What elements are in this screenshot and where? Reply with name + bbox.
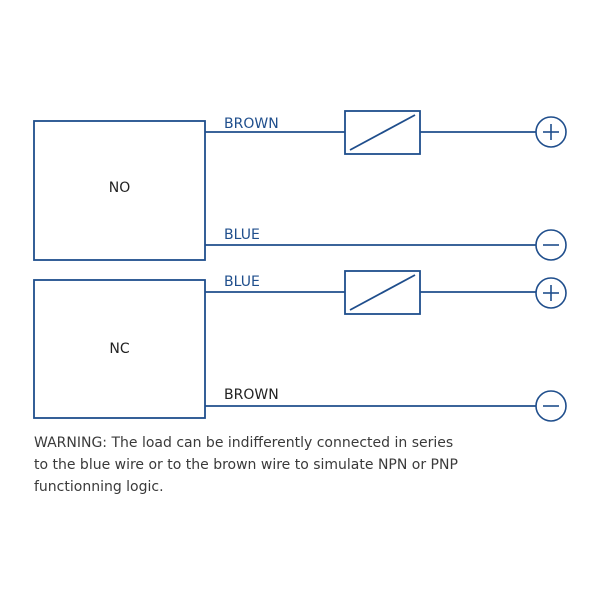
nc-load-diagonal xyxy=(349,274,416,311)
warning-note: WARNING: The load can be indifferently c… xyxy=(34,432,554,498)
nc-bottom-wire-label: BROWN xyxy=(224,387,279,403)
no-sensor-label: NO xyxy=(109,180,131,196)
no-sensor-box xyxy=(33,120,206,261)
nc-circuit: NC BLUE BROWN xyxy=(33,270,567,422)
plus-icon xyxy=(535,116,567,148)
no-load-diagonal xyxy=(349,114,416,151)
nc-sensor-box xyxy=(33,279,206,419)
warning-line-3: functionning logic. xyxy=(34,479,164,495)
nc-sensor-label: NC xyxy=(109,341,129,357)
warning-line-2: to the blue wire or to the brown wire to… xyxy=(34,457,458,473)
minus-icon xyxy=(535,229,567,261)
no-circuit: NO BROWN BLUE xyxy=(33,110,567,261)
plus-icon xyxy=(535,277,567,309)
warning-line-1: WARNING: The load can be indifferently c… xyxy=(34,435,454,451)
nc-top-wire-label: BLUE xyxy=(224,274,260,290)
minus-icon xyxy=(535,390,567,422)
no-bottom-wire-label: BLUE xyxy=(224,227,260,243)
no-top-wire-label: BROWN xyxy=(224,116,279,132)
